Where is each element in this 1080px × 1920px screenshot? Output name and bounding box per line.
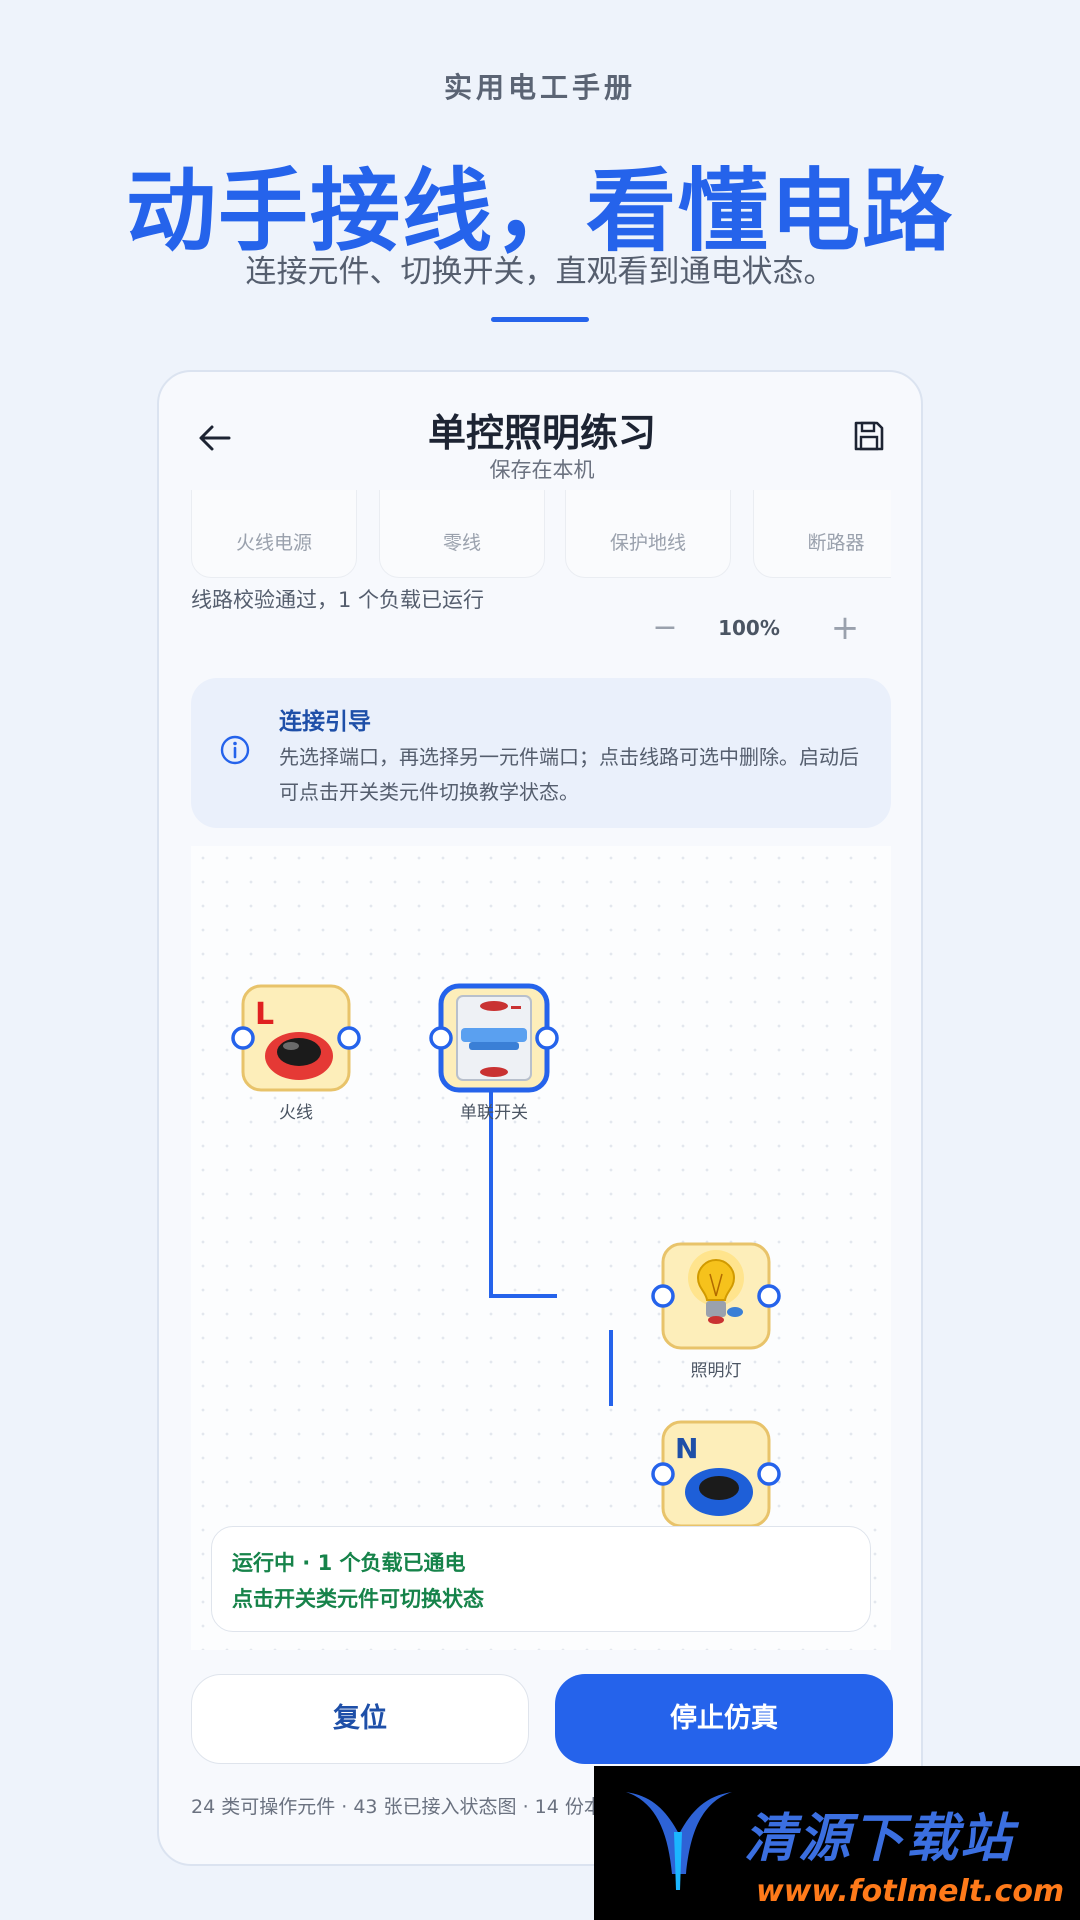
component-palette: 火线电源 零线 保护地线 断路器 xyxy=(191,490,891,584)
neutral-terminal-icon[interactable]: N xyxy=(661,1420,771,1528)
palette-item-breaker[interactable]: 断路器 xyxy=(753,490,891,578)
running-status-text: 运行中 · 1 个负载已通电 xyxy=(232,1551,466,1575)
app-screen: 单控照明练习 保存在本机 火线电源 零线 保护地线 断路器 线路校验通过，1 个… xyxy=(157,370,923,1866)
component-label-live: 火线 xyxy=(279,1103,313,1123)
validation-status: 线路校验通过，1 个负载已运行 xyxy=(191,588,485,612)
stop-simulation-button[interactable]: 停止仿真 xyxy=(555,1674,893,1764)
zoom-out-button[interactable]: − xyxy=(652,610,678,645)
circuit-canvas[interactable]: L 火线 单联开关 xyxy=(191,846,891,1650)
connection-guide: 连接引导 先选择端口，再选择另一元件端口；点击线路可选中删除。启动后可点击开关类… xyxy=(191,678,891,828)
circuit-diagram: L 火线 单联开关 xyxy=(231,983,781,1528)
palette-item-ground[interactable]: 保护地线 xyxy=(565,490,731,578)
port-lamp-right xyxy=(757,1284,781,1308)
page-title: 单控照明练习 xyxy=(427,411,656,455)
breaker-switch-icon[interactable] xyxy=(438,983,550,1093)
port-switch-left xyxy=(429,1026,453,1050)
palette-item-label: 保护地线 xyxy=(609,532,686,554)
component-label-lamp: 照明灯 xyxy=(691,1361,742,1381)
palette-item-neutral[interactable]: 零线 xyxy=(379,490,545,578)
port-switch-right xyxy=(535,1026,559,1050)
watermark-name: 清源下载站 xyxy=(744,1809,1015,1869)
palette-item-label: 火线电源 xyxy=(235,532,312,554)
component-label-switch: 单联开关 xyxy=(460,1103,528,1123)
promo-headline: 动手接线，看懂电路 xyxy=(126,159,954,264)
arrow-left-icon[interactable] xyxy=(195,418,235,458)
switch-hint-text: 点击开关类元件可切换状态 xyxy=(232,1587,484,1611)
reset-button[interactable]: 复位 xyxy=(191,1674,529,1764)
save-location-label: 保存在本机 xyxy=(489,458,595,482)
live-terminal-icon[interactable]: L xyxy=(241,984,351,1092)
floppy-disk-icon[interactable] xyxy=(851,418,887,454)
port-live-right xyxy=(337,1026,361,1050)
palette-item-label: 零线 xyxy=(442,532,481,554)
port-neutral-right xyxy=(757,1462,781,1486)
footer-stats: 24 类可操作元件 · 43 张已接入状态图 · 14 份本地 xyxy=(191,1796,622,1818)
guide-title: 连接引导 xyxy=(279,709,371,735)
watermark-url: www.fotlmelt.com xyxy=(756,1874,1065,1909)
watermark-logo-icon xyxy=(626,1792,732,1890)
promo-divider xyxy=(491,317,589,322)
port-lamp-left xyxy=(651,1284,675,1308)
palette-item-label: 断路器 xyxy=(807,532,865,554)
svg-text:L: L xyxy=(255,997,274,1032)
promo-description: 连接元件、切换开关，直观看到通电状态。 xyxy=(245,254,835,290)
guide-text: 先选择端口，再选择另一元件端口；点击线路可选中删除。启动后可点击开关类元件切换教… xyxy=(279,745,859,804)
zoom-level: 100% xyxy=(718,616,780,640)
palette-item-live-power[interactable]: 火线电源 xyxy=(191,490,357,578)
port-live-left xyxy=(231,1026,255,1050)
promo-sub-title: 实用电工手册 xyxy=(443,71,636,104)
zoom-in-button[interactable]: + xyxy=(830,608,860,648)
simulation-status-panel: 运行中 · 1 个负载已通电 点击开关类元件可切换状态 xyxy=(211,1526,871,1632)
info-icon xyxy=(220,735,250,765)
watermark-banner: 清源下载站 www.fotlmelt.com xyxy=(594,1766,1080,1920)
port-neutral-left xyxy=(651,1462,675,1486)
svg-text:N: N xyxy=(675,1432,698,1465)
lightbulb-icon[interactable] xyxy=(661,1242,771,1350)
